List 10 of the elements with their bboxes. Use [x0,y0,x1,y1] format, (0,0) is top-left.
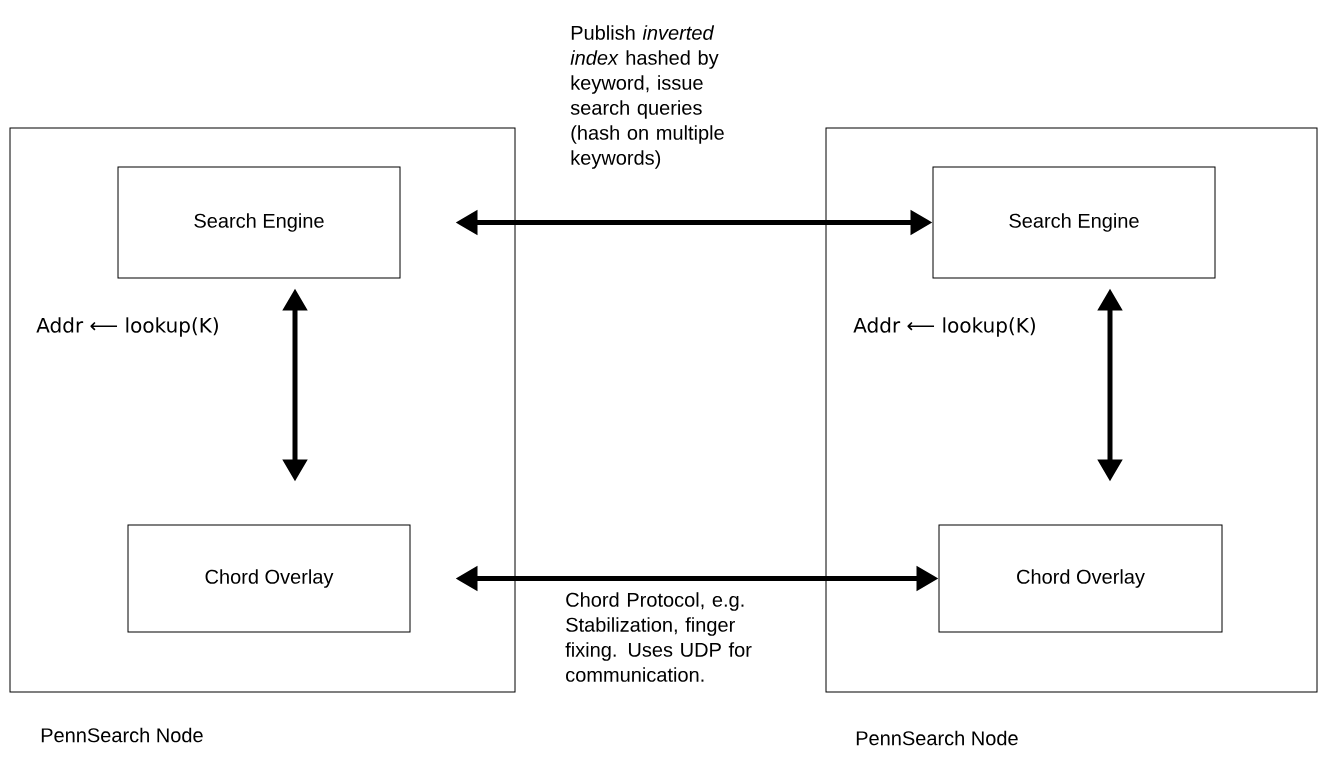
edge-label: Chord Protocol, e.g. Stabilization, finger fixing. Uses UDP for communication. [565,592,781,682]
component-box: Search Engine [117,166,401,279]
component-box: Search Engine [932,166,1216,279]
node-label: PennSearch Node [41,727,203,743]
component-box: Chord Overlay [938,524,1223,633]
node-label: PennSearch Node [856,730,1018,746]
component-box: Chord Overlay [127,524,411,633]
call-label: Addr ⟵ lookup(K) [36,317,218,337]
call-label: Addr ⟵ lookup(K) [853,317,1035,337]
edge-label: Publish inverted index hashed by keyword, issue search queries (hash on multiple keywords) [570,25,761,169]
